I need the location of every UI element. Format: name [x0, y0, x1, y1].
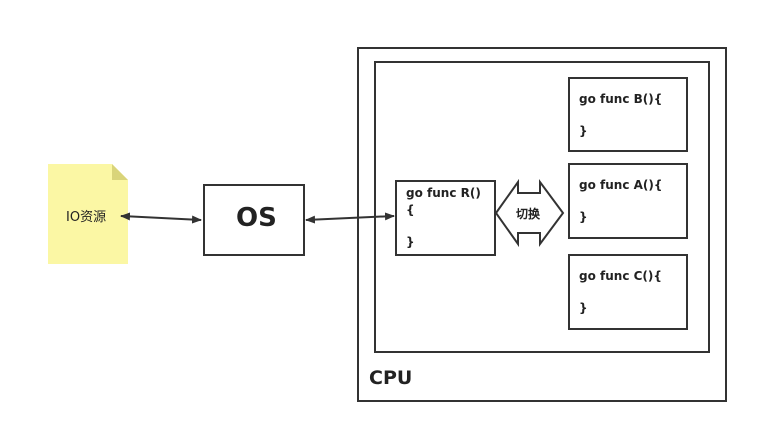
note-fold — [112, 164, 128, 180]
func-r-line1: go func R() — [406, 186, 481, 200]
func-c-box — [568, 254, 688, 330]
switch-label: 切换 — [516, 207, 541, 221]
io-note-label: IO资源 — [66, 210, 107, 225]
func-a-line1: go func A(){ — [579, 178, 663, 192]
func-r-line3: } — [406, 235, 415, 249]
func-a-line2: } — [579, 210, 588, 224]
func-b-line2: } — [579, 124, 588, 138]
os-label: OS — [236, 203, 277, 233]
io-note — [48, 164, 128, 264]
cpu-label: CPU — [369, 367, 413, 389]
switch-arrow-shape — [494, 178, 565, 248]
os-box — [203, 184, 305, 256]
cpu-inner-box — [374, 61, 710, 353]
func-c-line2: } — [579, 301, 588, 315]
func-a-box — [568, 163, 688, 239]
func-c-line1: go func C(){ — [579, 269, 662, 283]
func-b-box — [568, 77, 688, 152]
cpu-box — [357, 47, 727, 402]
func-b-line1: go func B(){ — [579, 92, 663, 106]
io-os-connector — [120, 212, 202, 224]
func-r-box — [395, 180, 496, 256]
os-func-r-connector — [305, 212, 395, 224]
func-r-line2: { — [406, 203, 415, 217]
